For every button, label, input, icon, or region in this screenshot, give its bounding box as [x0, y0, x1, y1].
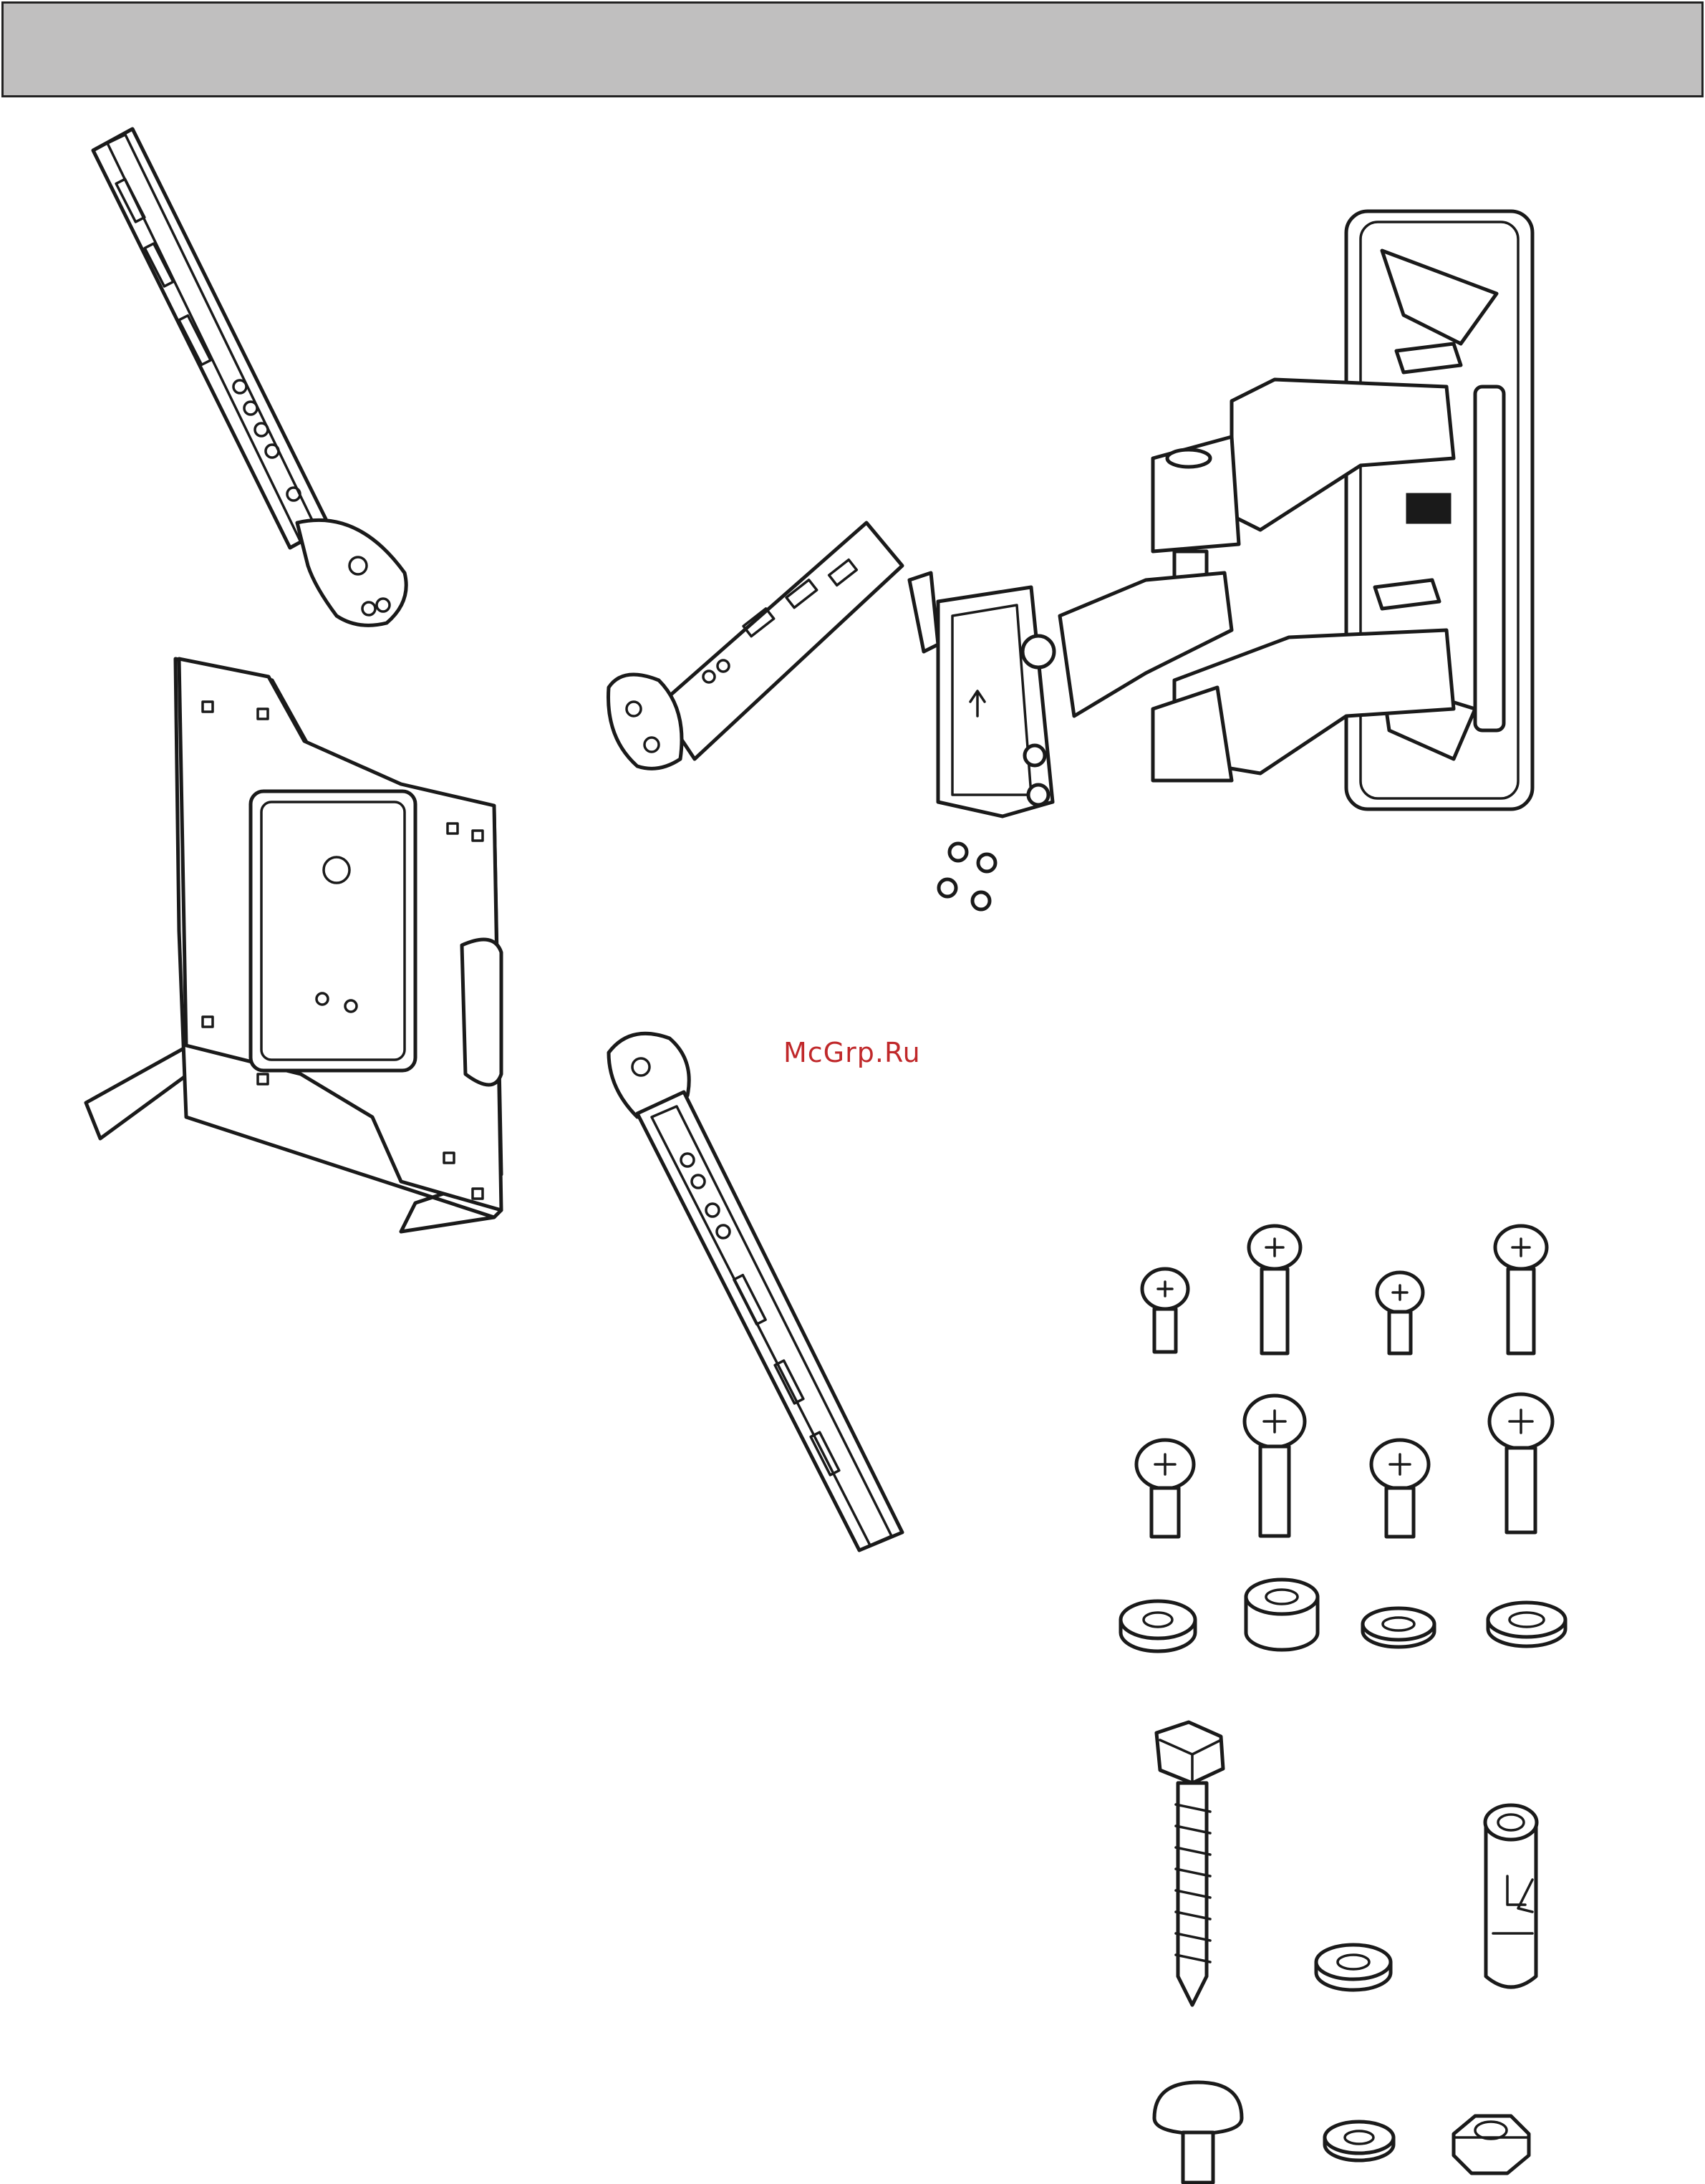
phillips-screw-icon: [1245, 1396, 1305, 1536]
spacer-washer-icon: [1363, 1608, 1434, 1647]
washer-icon: [1316, 1945, 1391, 1990]
wall-anchor-icon: [1485, 1805, 1537, 1987]
hex-nut-icon: [1454, 2116, 1529, 2173]
spacer-washer-icon: [1488, 1603, 1565, 1646]
spacer-washer-icon: [1121, 1601, 1195, 1651]
arm-assembly-icon: [909, 211, 1532, 816]
washer-icon: [1325, 2122, 1394, 2160]
adapter-plate-icon: [86, 659, 501, 1232]
phillips-screw-icon: [1489, 1394, 1552, 1532]
phillips-screw-icon: [1371, 1440, 1429, 1537]
carriage-bolt-icon: [1154, 2082, 1242, 2183]
phillips-screw-icon: [1377, 1272, 1423, 1353]
spacer-washer-icon: [1246, 1580, 1318, 1650]
small-nuts-icon: [939, 844, 995, 909]
phillips-screw-icon: [1136, 1440, 1194, 1537]
phillips-screw-icon: [1249, 1226, 1300, 1353]
phillips-screw-icon: [1142, 1269, 1188, 1352]
rail-icon: [609, 523, 903, 768]
phillips-screw-icon: [1495, 1226, 1547, 1353]
lag-bolt-icon: [1156, 1722, 1223, 2005]
lower-bracket-arm-icon: [609, 1033, 902, 1550]
upper-bracket-arm-icon: [93, 129, 406, 625]
watermark-text: McGrp.Ru: [783, 1037, 921, 1068]
